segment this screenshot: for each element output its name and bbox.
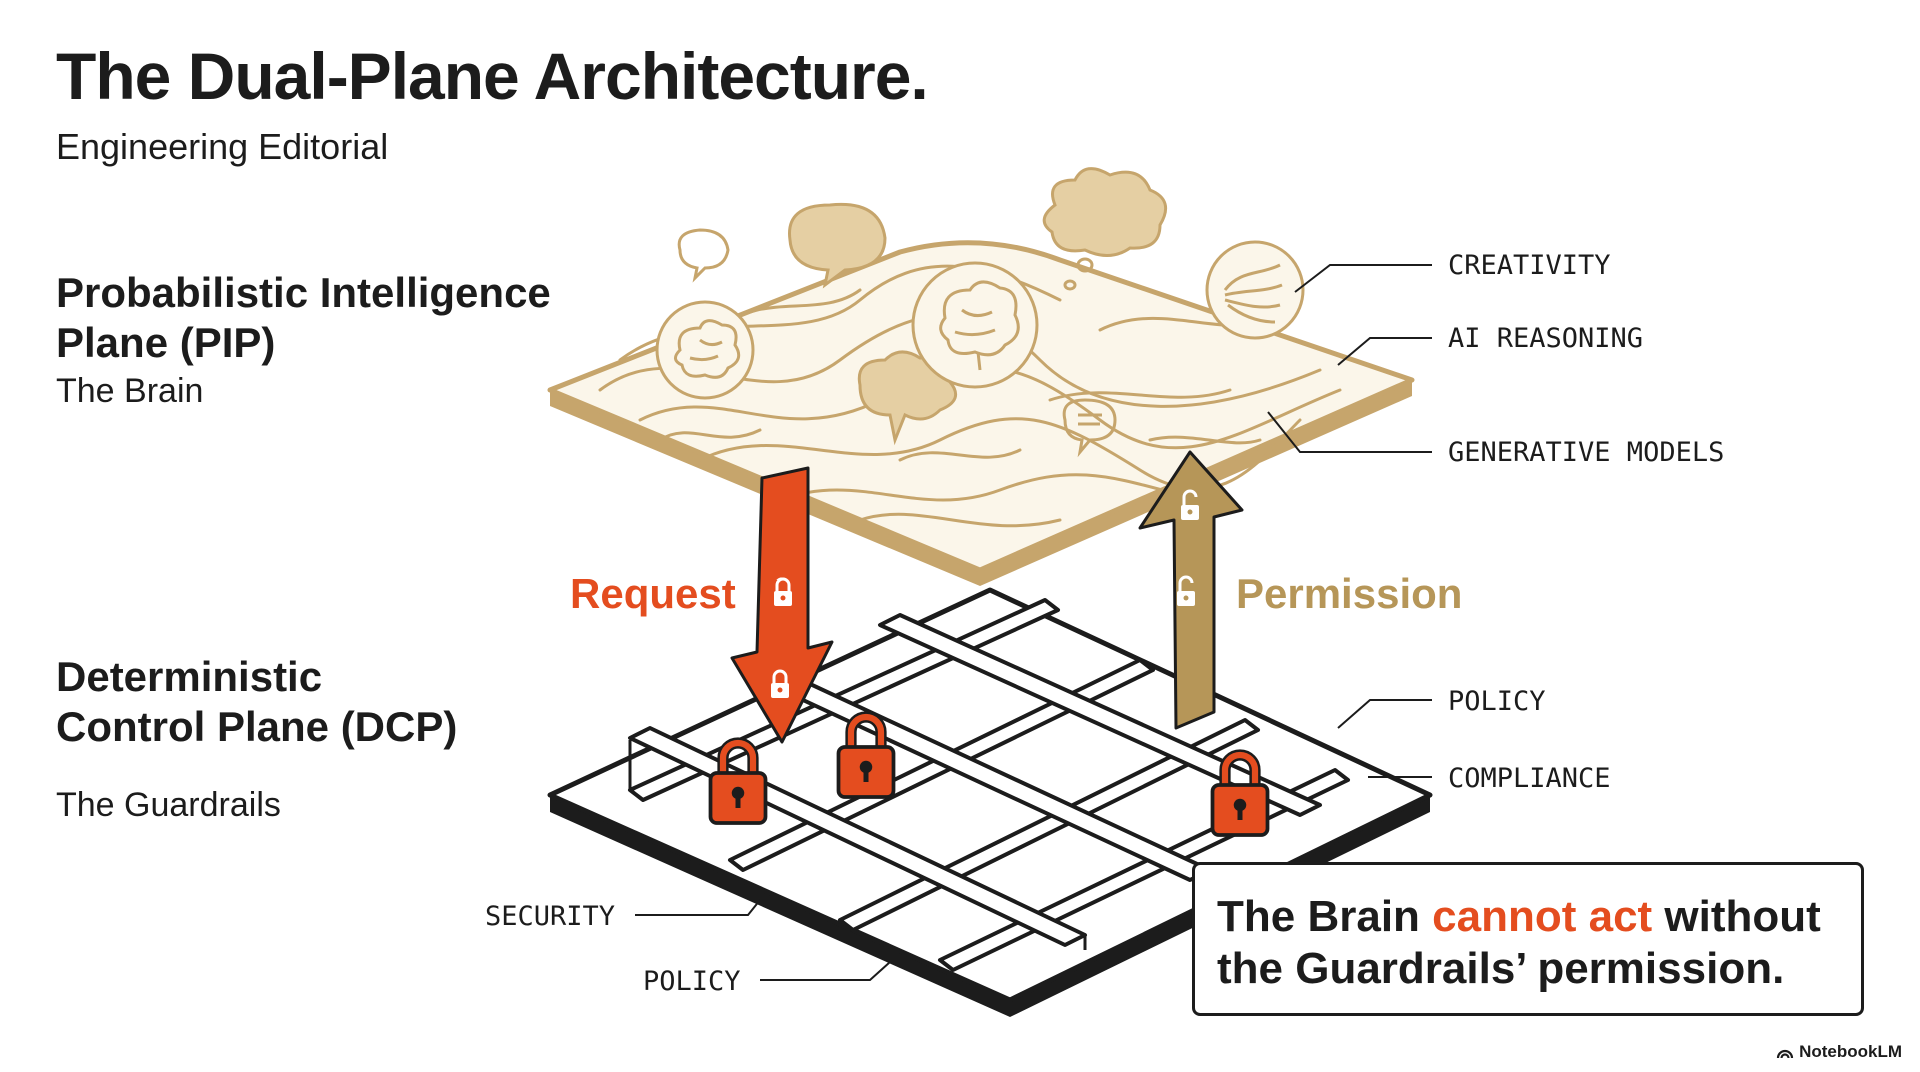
pip-title-line1: Probabilistic Intelligence <box>56 269 551 316</box>
callout-generative-models: GENERATIVE MODELS <box>1448 437 1724 468</box>
takeaway-part1: The Brain <box>1217 892 1433 941</box>
intelligence-plane <box>547 167 1415 586</box>
callout-compliance: COMPLIANCE <box>1448 763 1611 794</box>
callout-security: SECURITY <box>485 901 615 932</box>
takeaway-line2: the Guardrails’ permission. <box>1217 944 1785 993</box>
request-label: Request <box>570 570 736 617</box>
pip-title: Probabilistic Intelligence Plane (PIP) <box>56 268 551 368</box>
pip-subtitle: The Brain <box>56 372 204 410</box>
dcp-title: Deterministic Control Plane (DCP) <box>56 652 457 752</box>
dcp-subtitle: The Guardrails <box>56 786 281 824</box>
takeaway-highlight: cannot act <box>1432 892 1653 941</box>
callout-creativity: CREATIVITY <box>1448 250 1611 281</box>
permission-arrow <box>1138 450 1244 730</box>
dcp-title-line2: Control Plane (DCP) <box>56 703 458 750</box>
pip-title-line2: Plane (PIP) <box>56 319 276 366</box>
takeaway-part2: without <box>1652 892 1821 941</box>
page-title: The Dual-Plane Architecture. <box>56 39 929 113</box>
dcp-title-line1: Deterministic <box>56 653 323 700</box>
notebooklm-logo-icon <box>1776 1049 1794 1059</box>
page-subtitle: Engineering Editorial <box>56 126 389 167</box>
lock-icon <box>770 577 796 608</box>
callout-policy-bottom: POLICY <box>643 966 741 997</box>
dcp-callouts <box>635 699 1432 981</box>
pip-callouts <box>1267 264 1432 453</box>
callout-policy: POLICY <box>1448 686 1546 717</box>
creativity-icon <box>1205 240 1305 340</box>
callout-ai-reasoning: AI REASONING <box>1448 323 1643 354</box>
permission-label: Permission <box>1236 570 1462 617</box>
watermark-text: NotebookLM <box>1799 1042 1902 1061</box>
takeaway-line1: The Brain cannot act without <box>1217 891 1839 943</box>
watermark: NotebookLM <box>1776 1042 1902 1062</box>
brain-icon <box>911 261 1039 389</box>
takeaway-callout: The Brain cannot act without the Guardra… <box>1192 862 1864 1016</box>
brain-icon <box>655 300 755 400</box>
